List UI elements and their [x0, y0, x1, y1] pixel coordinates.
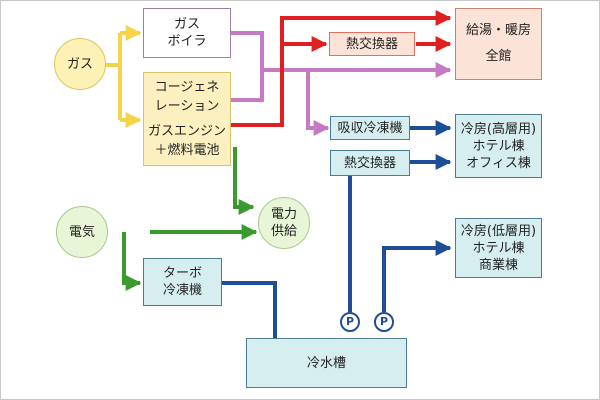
cogeneration-label-3: ガスエンジン	[147, 124, 226, 139]
absorption-chiller-box: 吸収冷凍機	[330, 116, 410, 140]
gas-supply-lines	[105, 25, 142, 128]
cogeneration-label-4: ＋燃料電池	[154, 143, 220, 158]
cooling-low-label-3: 商業棟	[478, 257, 518, 273]
cooling-high-box: 冷房(高層用) ホテル棟 オフィス棟	[455, 114, 542, 178]
heat-exchanger-top-label: 熱交換器	[345, 36, 398, 52]
cooling-low-label-2: ホテル棟	[472, 240, 525, 256]
electricity-source: 電気	[56, 206, 108, 258]
gas-boiler-label-1: ガス	[173, 17, 200, 32]
cooling-high-label-1: 冷房(高層用)	[460, 121, 537, 137]
pump-icon: P	[340, 312, 360, 332]
hot-water-lines	[230, 10, 452, 127]
heat-exchanger-top-box: 熱交換器	[329, 32, 415, 56]
cold-water-tank-label: 冷水槽	[306, 355, 346, 371]
gas-source: ガス	[54, 38, 106, 90]
turbo-chiller-box: ターボ 冷凍機	[143, 258, 222, 306]
pump-icon: P	[374, 312, 394, 332]
cogen-to-hotwater-arrow	[230, 10, 452, 127]
turbo-to-tank-arrow	[222, 281, 283, 362]
electricity-source-label: 電気	[68, 224, 95, 240]
hot-water-heating-label-1: 給湯・暖房	[465, 23, 531, 38]
heat-exchanger-mid-label: 熱交換器	[343, 155, 396, 171]
gas-source-label: ガス	[66, 56, 93, 72]
pump-icon-label: P	[379, 315, 389, 328]
cooling-high-label-2: ホテル棟	[472, 138, 525, 154]
cogeneration-box: コージェネ レーション ガスエンジン ＋燃料電池	[143, 72, 231, 166]
cooling-low-label-1: 冷房(低層用)	[460, 223, 537, 239]
cogen-to-power-arrow	[233, 147, 255, 215]
power-supply-circle: 電力 供給	[258, 197, 310, 249]
chilled-water-lines	[222, 120, 452, 362]
cold-water-tank-box: 冷水槽	[246, 338, 407, 388]
gas-boiler-box: ガス ボイラ	[143, 8, 231, 58]
power-supply-label-1: 電力	[270, 207, 297, 222]
hot-water-heating-box: 給湯・暖房 全館	[455, 8, 542, 80]
hot-water-heating-label-2: 全館	[485, 49, 512, 64]
turbo-chiller-label-2: 冷凍機	[162, 283, 202, 298]
cooling-high-label-3: オフィス棟	[466, 155, 531, 171]
pump-icon-label: P	[345, 315, 355, 328]
tank-to-low-cooling-arrow	[382, 240, 452, 312]
cogeneration-label-1: コージェネ	[154, 80, 220, 95]
cooling-low-box: 冷房(低層用) ホテル棟 商業棟	[455, 218, 542, 278]
power-supply-label-2: 供給	[270, 224, 297, 239]
absorption-chiller-label: 吸収冷凍機	[337, 120, 403, 136]
grid-to-turbo-arrow	[122, 232, 142, 291]
boiler-to-hotwater-arrow	[230, 31, 452, 78]
steam-lines	[230, 31, 452, 136]
cogen-steam-join-line	[230, 70, 264, 102]
electricity-lines	[122, 147, 258, 291]
steam-to-absorption-arrow	[306, 70, 330, 136]
turbo-chiller-label-1: ターボ	[162, 266, 202, 281]
heat-exchanger-mid-box: 熱交換器	[330, 150, 410, 176]
gas-boiler-label-2: ボイラ	[167, 34, 207, 49]
cogeneration-label-2: レーション	[154, 99, 220, 114]
